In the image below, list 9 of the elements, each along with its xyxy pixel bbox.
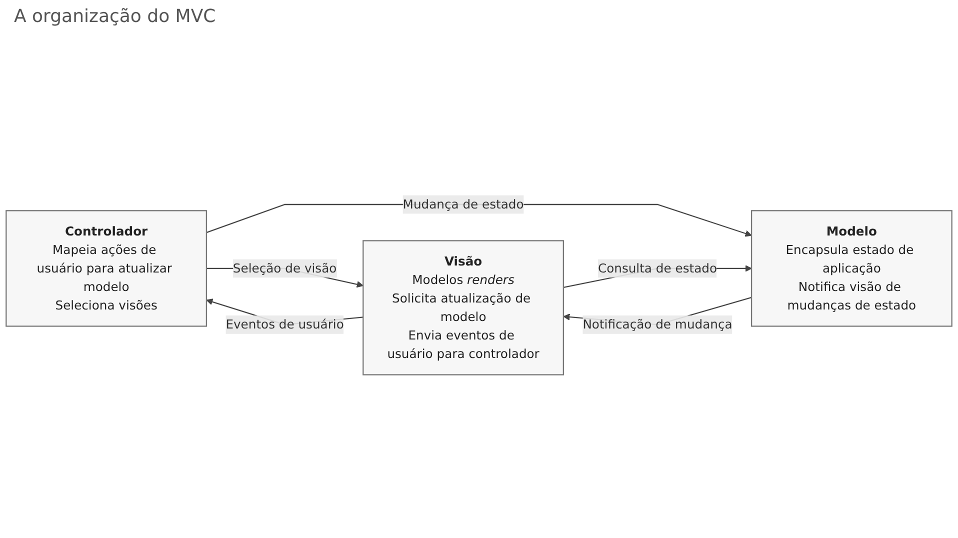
- edge-label: Mudança de estado: [402, 196, 524, 212]
- node-box: Modelo Encapsula estado de aplicação Notifica visão de mudanças de estado: [750, 210, 952, 327]
- diagram-title: A organização do MVC: [14, 6, 216, 27]
- node-box: Visão Modelos renders Solicita atualização de modelo Envia eventos de usuário para controlador: [362, 240, 564, 376]
- node-box: Controlador Mapeia ações de usuário para atualizar modelo Seleciona visões: [6, 210, 208, 327]
- edge-label: Notificação de mudança: [582, 316, 732, 332]
- edge-label: Seleção de visão: [232, 260, 337, 276]
- edge-label: Eventos de usuário: [226, 316, 344, 332]
- edge-label: Consulta de estado: [598, 260, 717, 276]
